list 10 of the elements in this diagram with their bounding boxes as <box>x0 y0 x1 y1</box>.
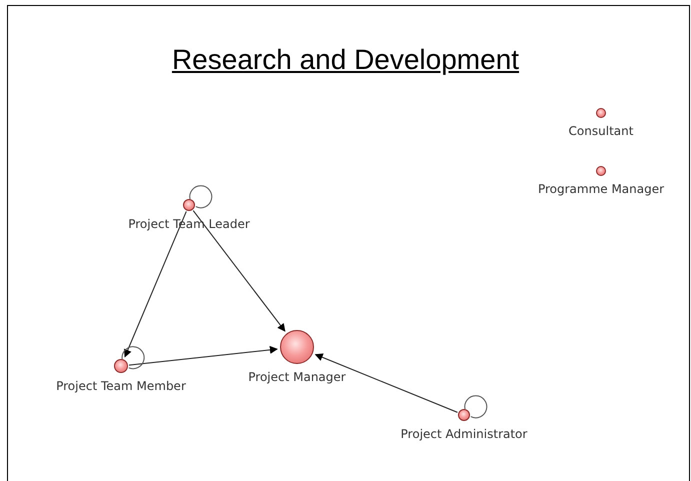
node-label: Project Team Member <box>56 379 186 393</box>
node-label: Project Manager <box>248 370 346 384</box>
node-label: Project Administrator <box>400 427 528 441</box>
arrow <box>314 354 458 413</box>
node-label: Programme Manager <box>538 182 664 196</box>
arrow <box>128 346 278 366</box>
arrow <box>192 210 286 332</box>
arrow <box>124 210 187 358</box>
title: Research and Development <box>170 44 520 76</box>
node-label: Consultant <box>568 124 634 138</box>
